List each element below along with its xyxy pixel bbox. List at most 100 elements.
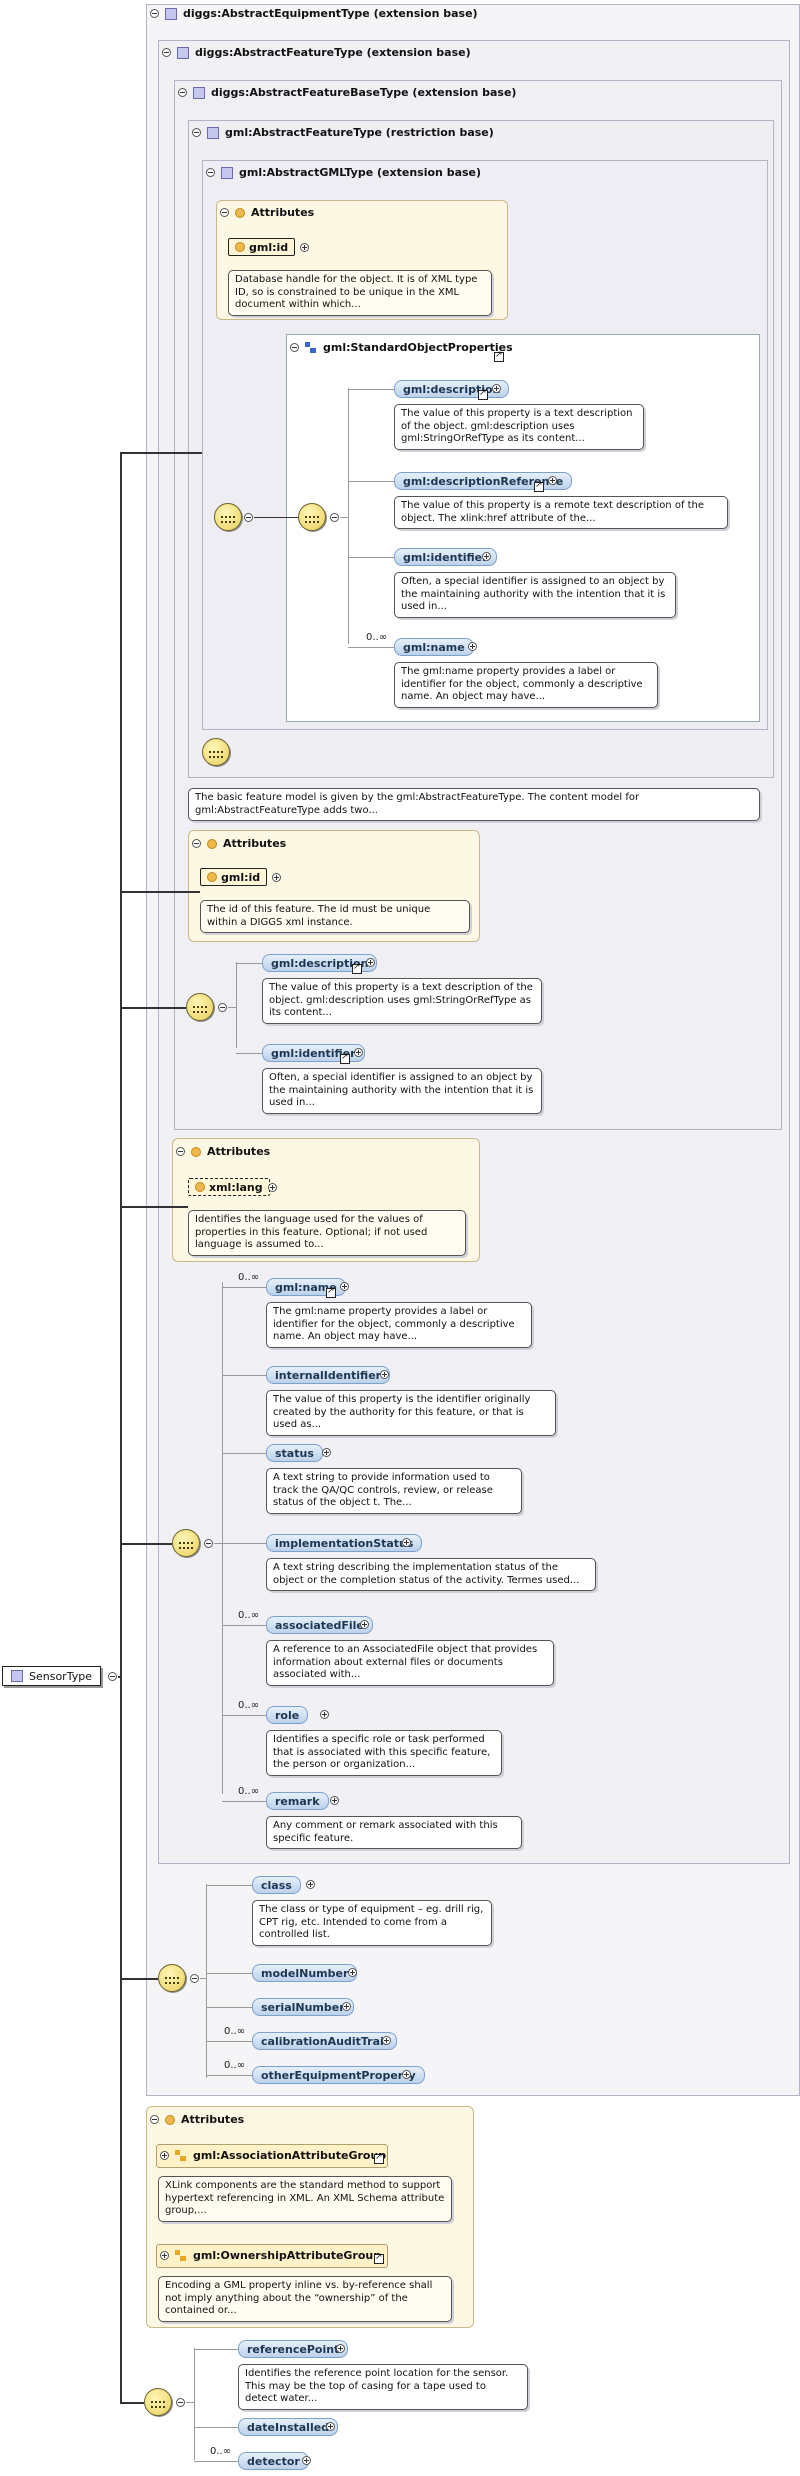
type-icon xyxy=(207,126,219,139)
collapse-icon[interactable] xyxy=(178,88,187,97)
expand-icon[interactable] xyxy=(468,642,477,651)
expand-icon[interactable] xyxy=(382,2036,391,2045)
element-node[interactable]: referencePoint xyxy=(238,2340,349,2358)
collapse-icon[interactable] xyxy=(190,1974,199,1983)
feature-base-type-header[interactable]: diggs:AbstractFeatureBaseType (extension… xyxy=(178,86,516,99)
xml-lang-attribute[interactable]: xml:lang xyxy=(188,1178,270,1196)
link-icon[interactable] xyxy=(340,1052,350,1064)
element-node[interactable]: internalIdentifier xyxy=(266,1366,391,1384)
element-node[interactable]: gml:description xyxy=(394,380,510,398)
collapse-icon[interactable] xyxy=(218,1003,227,1012)
element-node[interactable]: otherEquipmentProperty xyxy=(252,2066,425,2084)
expand-icon[interactable] xyxy=(302,2456,311,2465)
collapse-icon[interactable] xyxy=(244,513,253,522)
sensor-type-root[interactable]: SensorType xyxy=(2,1666,101,1686)
connector xyxy=(348,647,394,648)
expand-icon[interactable] xyxy=(160,2151,169,2160)
expand-icon[interactable] xyxy=(268,1183,277,1192)
expand-icon[interactable] xyxy=(326,2422,335,2431)
expand-icon[interactable] xyxy=(348,1968,357,1977)
feature-id-attribute[interactable]: gml:id xyxy=(200,868,268,886)
collapse-icon[interactable] xyxy=(206,168,215,177)
link-icon[interactable] xyxy=(352,962,362,974)
expand-icon[interactable] xyxy=(360,1620,369,1629)
attributes-header[interactable]: Attributes xyxy=(150,2113,244,2126)
element-node[interactable]: gml:descriptionReference xyxy=(394,472,573,490)
element-node[interactable]: remark xyxy=(266,1792,329,1810)
element-node[interactable]: calibrationAuditTrail xyxy=(252,2032,397,2050)
expand-icon[interactable] xyxy=(300,243,309,252)
collapse-icon[interactable] xyxy=(176,1147,185,1156)
attribute-icon xyxy=(165,2114,175,2125)
attribute-group-node[interactable]: gml:OwnershipAttributeGroup xyxy=(160,2249,381,2262)
expand-icon[interactable] xyxy=(380,1370,389,1379)
element-node[interactable]: detector xyxy=(238,2452,309,2470)
sequence-compositor[interactable] xyxy=(144,2388,172,2416)
sequence-compositor[interactable] xyxy=(186,993,214,1021)
link-icon[interactable] xyxy=(494,350,504,362)
expand-icon[interactable] xyxy=(322,1448,331,1457)
expand-icon[interactable] xyxy=(342,2002,351,2011)
collapse-icon[interactable] xyxy=(150,2115,159,2124)
expand-icon[interactable] xyxy=(492,384,501,393)
element-node[interactable]: associatedFile xyxy=(266,1616,373,1634)
element-node[interactable]: dateInstalled xyxy=(238,2418,339,2436)
collapse-icon[interactable] xyxy=(162,48,171,57)
sequence-compositor[interactable] xyxy=(158,1964,186,1992)
element-node[interactable]: implementationStatus xyxy=(266,1534,423,1552)
equipment-type-header[interactable]: diggs:AbstractEquipmentType (extension b… xyxy=(150,7,478,20)
link-icon[interactable] xyxy=(326,1286,336,1298)
expand-icon[interactable] xyxy=(336,2344,345,2353)
expand-icon[interactable] xyxy=(320,1710,329,1719)
collapse-icon[interactable] xyxy=(220,208,229,217)
sop-header[interactable]: gml:StandardObjectProperties xyxy=(290,341,513,354)
expand-icon[interactable] xyxy=(340,1282,349,1291)
expand-icon[interactable] xyxy=(548,476,557,485)
element-node[interactable]: status xyxy=(266,1444,323,1462)
expand-icon[interactable] xyxy=(402,2070,411,2079)
element-node[interactable]: modelNumber xyxy=(252,1964,358,1982)
collapse-icon[interactable] xyxy=(290,343,299,352)
link-icon[interactable] xyxy=(478,388,488,400)
link-icon[interactable] xyxy=(374,2252,384,2264)
type-icon xyxy=(165,7,177,20)
expand-icon[interactable] xyxy=(402,1538,411,1547)
expand-icon[interactable] xyxy=(306,1880,315,1889)
collapse-icon[interactable] xyxy=(330,513,339,522)
connector xyxy=(254,517,298,518)
link-icon[interactable] xyxy=(374,2152,384,2164)
gml-feature-type-header[interactable]: gml:AbstractFeatureType (restriction bas… xyxy=(192,126,494,139)
collapse-icon[interactable] xyxy=(150,9,159,18)
attributes-header[interactable]: Attributes xyxy=(176,1145,270,1158)
link-icon[interactable] xyxy=(534,480,544,492)
gml-type-header[interactable]: gml:AbstractGMLType (extension base) xyxy=(206,166,481,179)
collapse-icon[interactable] xyxy=(192,128,201,137)
sequence-compositor[interactable] xyxy=(214,503,242,531)
element-node[interactable]: gml:description xyxy=(262,954,378,972)
element-node[interactable]: gml:name xyxy=(394,638,474,656)
collapse-icon[interactable] xyxy=(204,1539,213,1548)
element-node[interactable]: gml:identifier xyxy=(394,548,497,566)
expand-icon[interactable] xyxy=(482,552,491,561)
attributes-header[interactable]: Attributes xyxy=(220,206,314,219)
collapse-icon[interactable] xyxy=(192,839,201,848)
element-doc: Often, a special identifier is assigned … xyxy=(394,572,676,618)
element-node[interactable]: class xyxy=(252,1876,301,1894)
attributes-header[interactable]: Attributes xyxy=(192,837,286,850)
expand-icon[interactable] xyxy=(366,958,375,967)
collapse-icon[interactable] xyxy=(108,1672,117,1681)
element-node[interactable]: gml:identifier xyxy=(262,1044,365,1062)
expand-icon[interactable] xyxy=(330,1796,339,1805)
expand-icon[interactable] xyxy=(160,2251,169,2260)
expand-icon[interactable] xyxy=(354,1048,363,1057)
element-node[interactable]: serialNumber xyxy=(252,1998,354,2016)
element-node[interactable]: role xyxy=(266,1706,309,1724)
gml-id-attribute[interactable]: gml:id xyxy=(228,238,296,256)
choice-compositor[interactable] xyxy=(202,738,230,766)
sequence-compositor[interactable] xyxy=(172,1529,200,1557)
expand-icon[interactable] xyxy=(272,873,281,882)
sequence-compositor[interactable] xyxy=(298,503,326,531)
collapse-icon[interactable] xyxy=(176,2398,185,2407)
feature-type-header[interactable]: diggs:AbstractFeatureType (extension bas… xyxy=(162,46,471,59)
attribute-group-node[interactable]: gml:AssociationAttributeGroup xyxy=(160,2149,386,2162)
